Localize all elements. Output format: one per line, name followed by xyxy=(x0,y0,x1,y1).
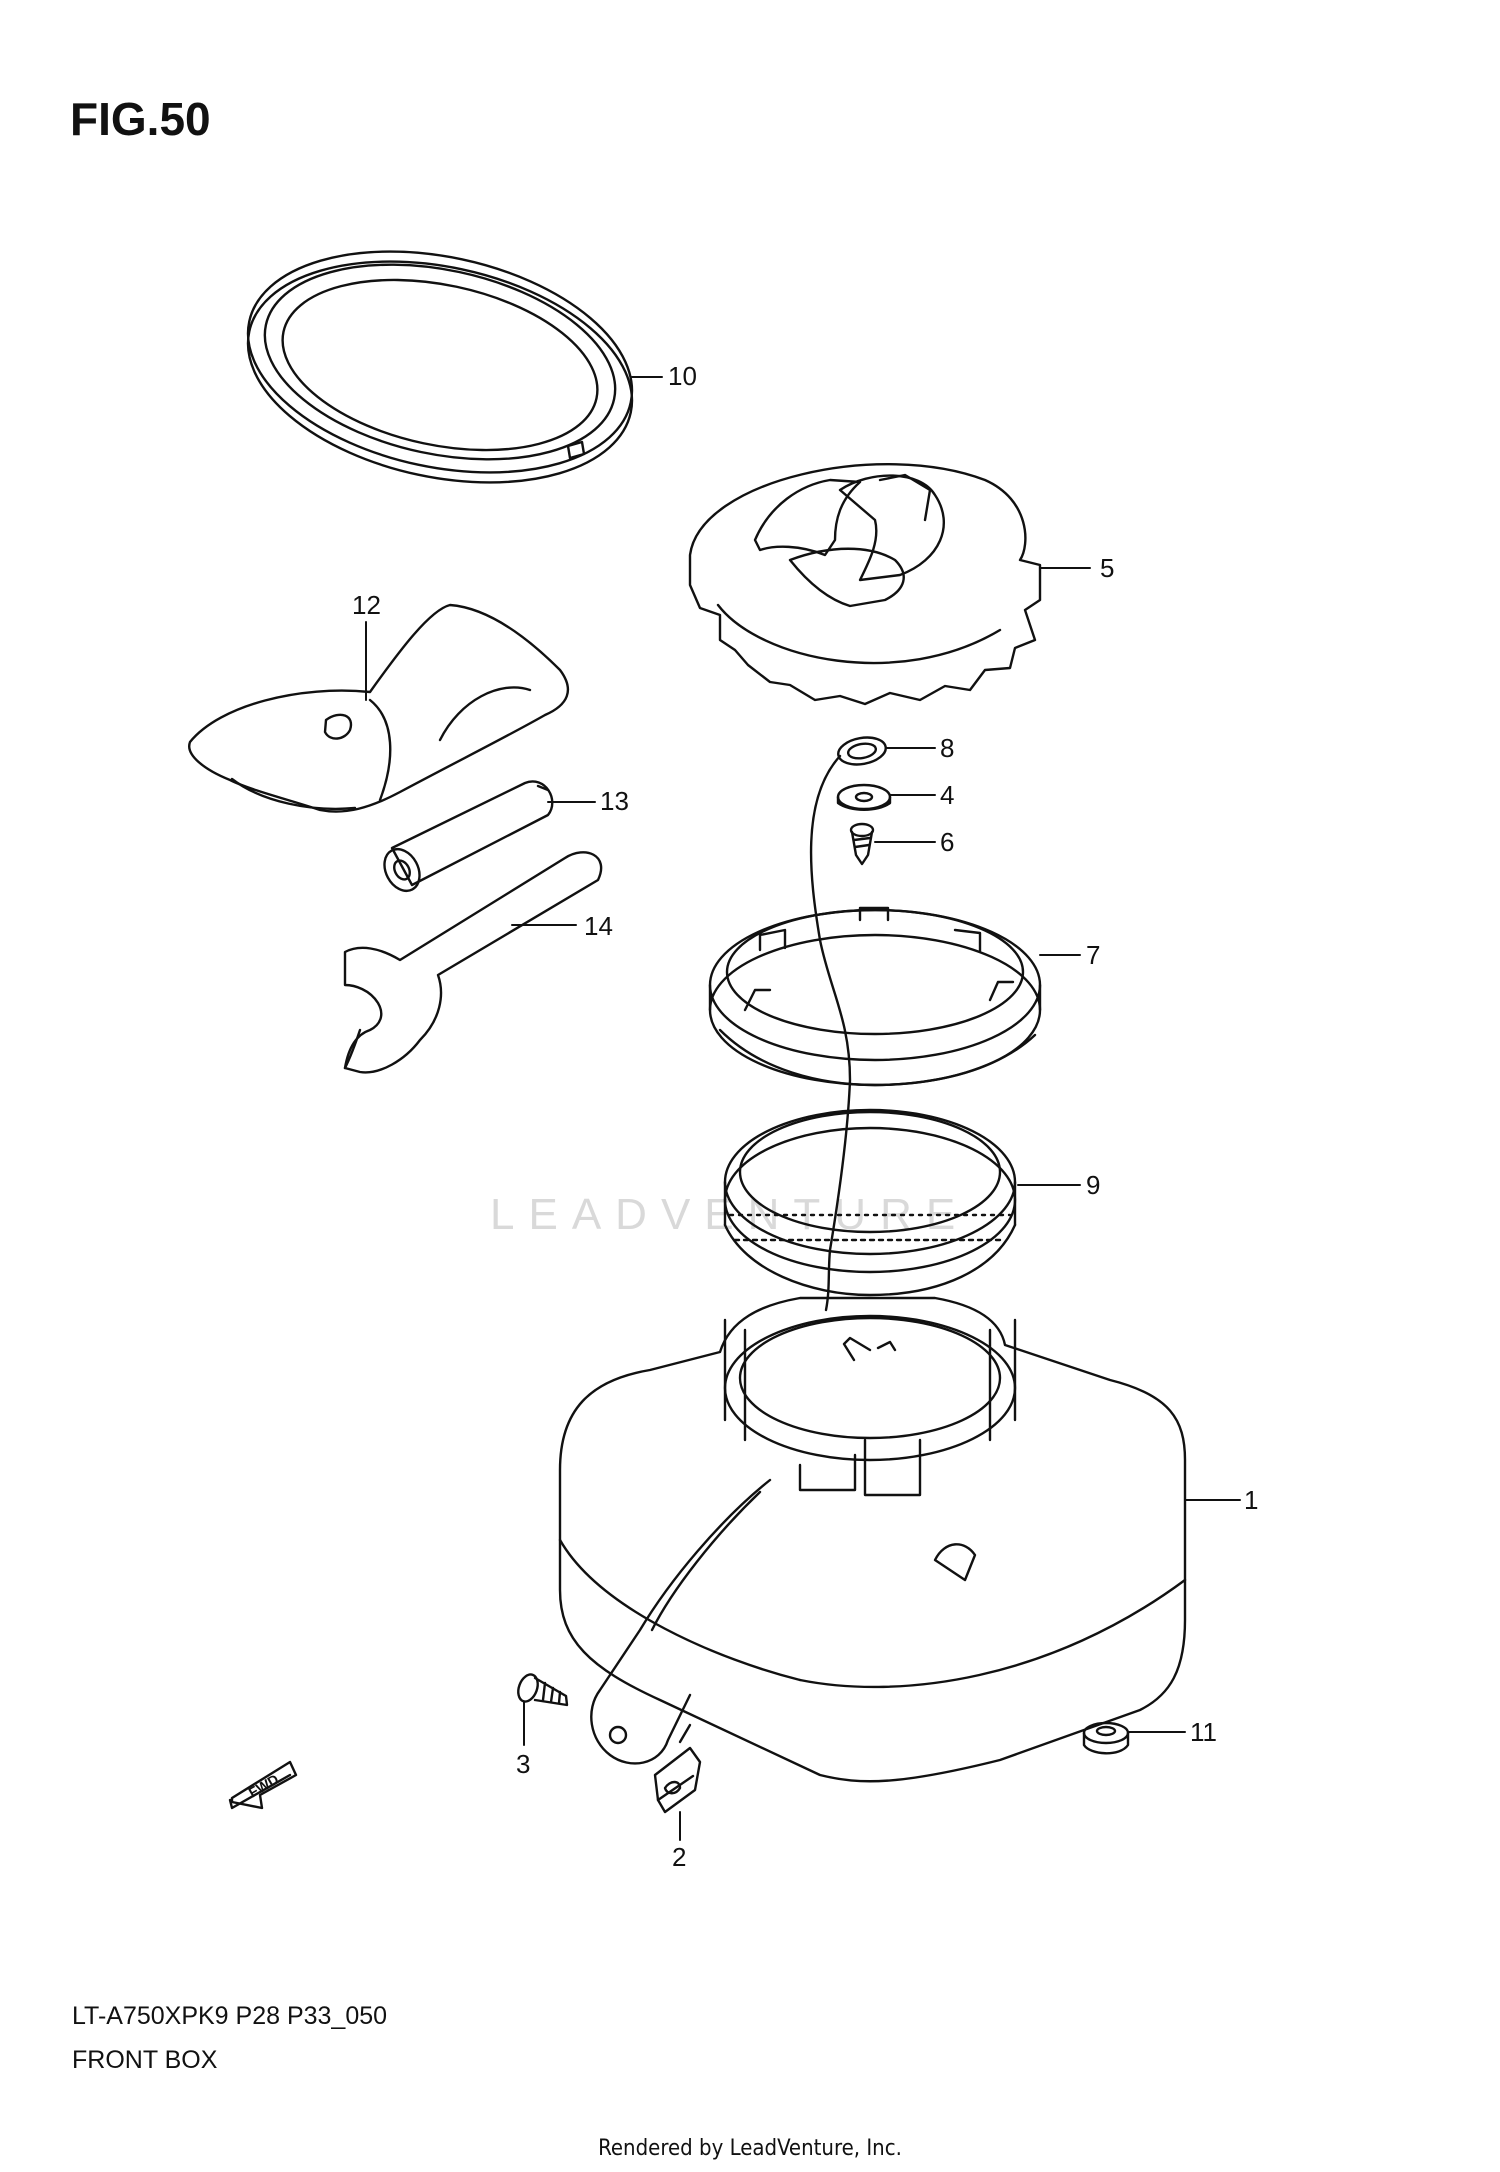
callout-3: 3 xyxy=(516,1749,530,1779)
callout-5: 5 xyxy=(1100,553,1114,583)
part-1-front-box[interactable] xyxy=(558,1296,1187,1783)
part-2-clip[interactable] xyxy=(653,1746,702,1814)
callout-1: 1 xyxy=(1244,1485,1258,1515)
part-8-ring[interactable] xyxy=(836,734,888,768)
callout-9: 9 xyxy=(1086,1170,1100,1200)
rendered-by-credit: Rendered by LeadVenture, Inc. xyxy=(598,2136,902,2161)
section-name: FRONT BOX xyxy=(72,2046,218,2074)
callout-2: 2 xyxy=(672,1842,686,1872)
figure-title: FIG.50 xyxy=(70,93,211,145)
part-5-cap[interactable] xyxy=(688,463,1042,706)
part-13-tool-cylinder[interactable] xyxy=(378,780,554,896)
callout-12: 12 xyxy=(352,590,381,620)
part-9-inner-ring[interactable] xyxy=(723,1108,1017,1297)
part-3-screw[interactable] xyxy=(515,1672,569,1707)
part-10-seal-ring[interactable] xyxy=(227,219,652,515)
model-code: LT-A750XPK9 P28 P33_050 xyxy=(72,2002,388,2030)
callout-14: 14 xyxy=(584,911,613,941)
callout-7: 7 xyxy=(1086,940,1100,970)
callout-6: 6 xyxy=(940,827,954,857)
part-6-screw[interactable] xyxy=(849,822,875,866)
callout-8: 8 xyxy=(940,733,954,763)
callout-10: 10 xyxy=(668,361,697,391)
part-4-washer[interactable] xyxy=(836,783,892,811)
part-12-tool-bag[interactable] xyxy=(188,603,570,813)
fwd-arrow-icon xyxy=(228,1760,298,1810)
callout-leaders xyxy=(365,376,1241,1841)
part-14-spanner[interactable] xyxy=(343,851,603,1074)
callout-4: 4 xyxy=(940,780,954,810)
part-7-lock-ring[interactable] xyxy=(708,906,1042,1087)
retaining-cord xyxy=(809,754,852,1312)
callout-13: 13 xyxy=(600,786,629,816)
callout-11: 11 xyxy=(1190,1717,1217,1747)
